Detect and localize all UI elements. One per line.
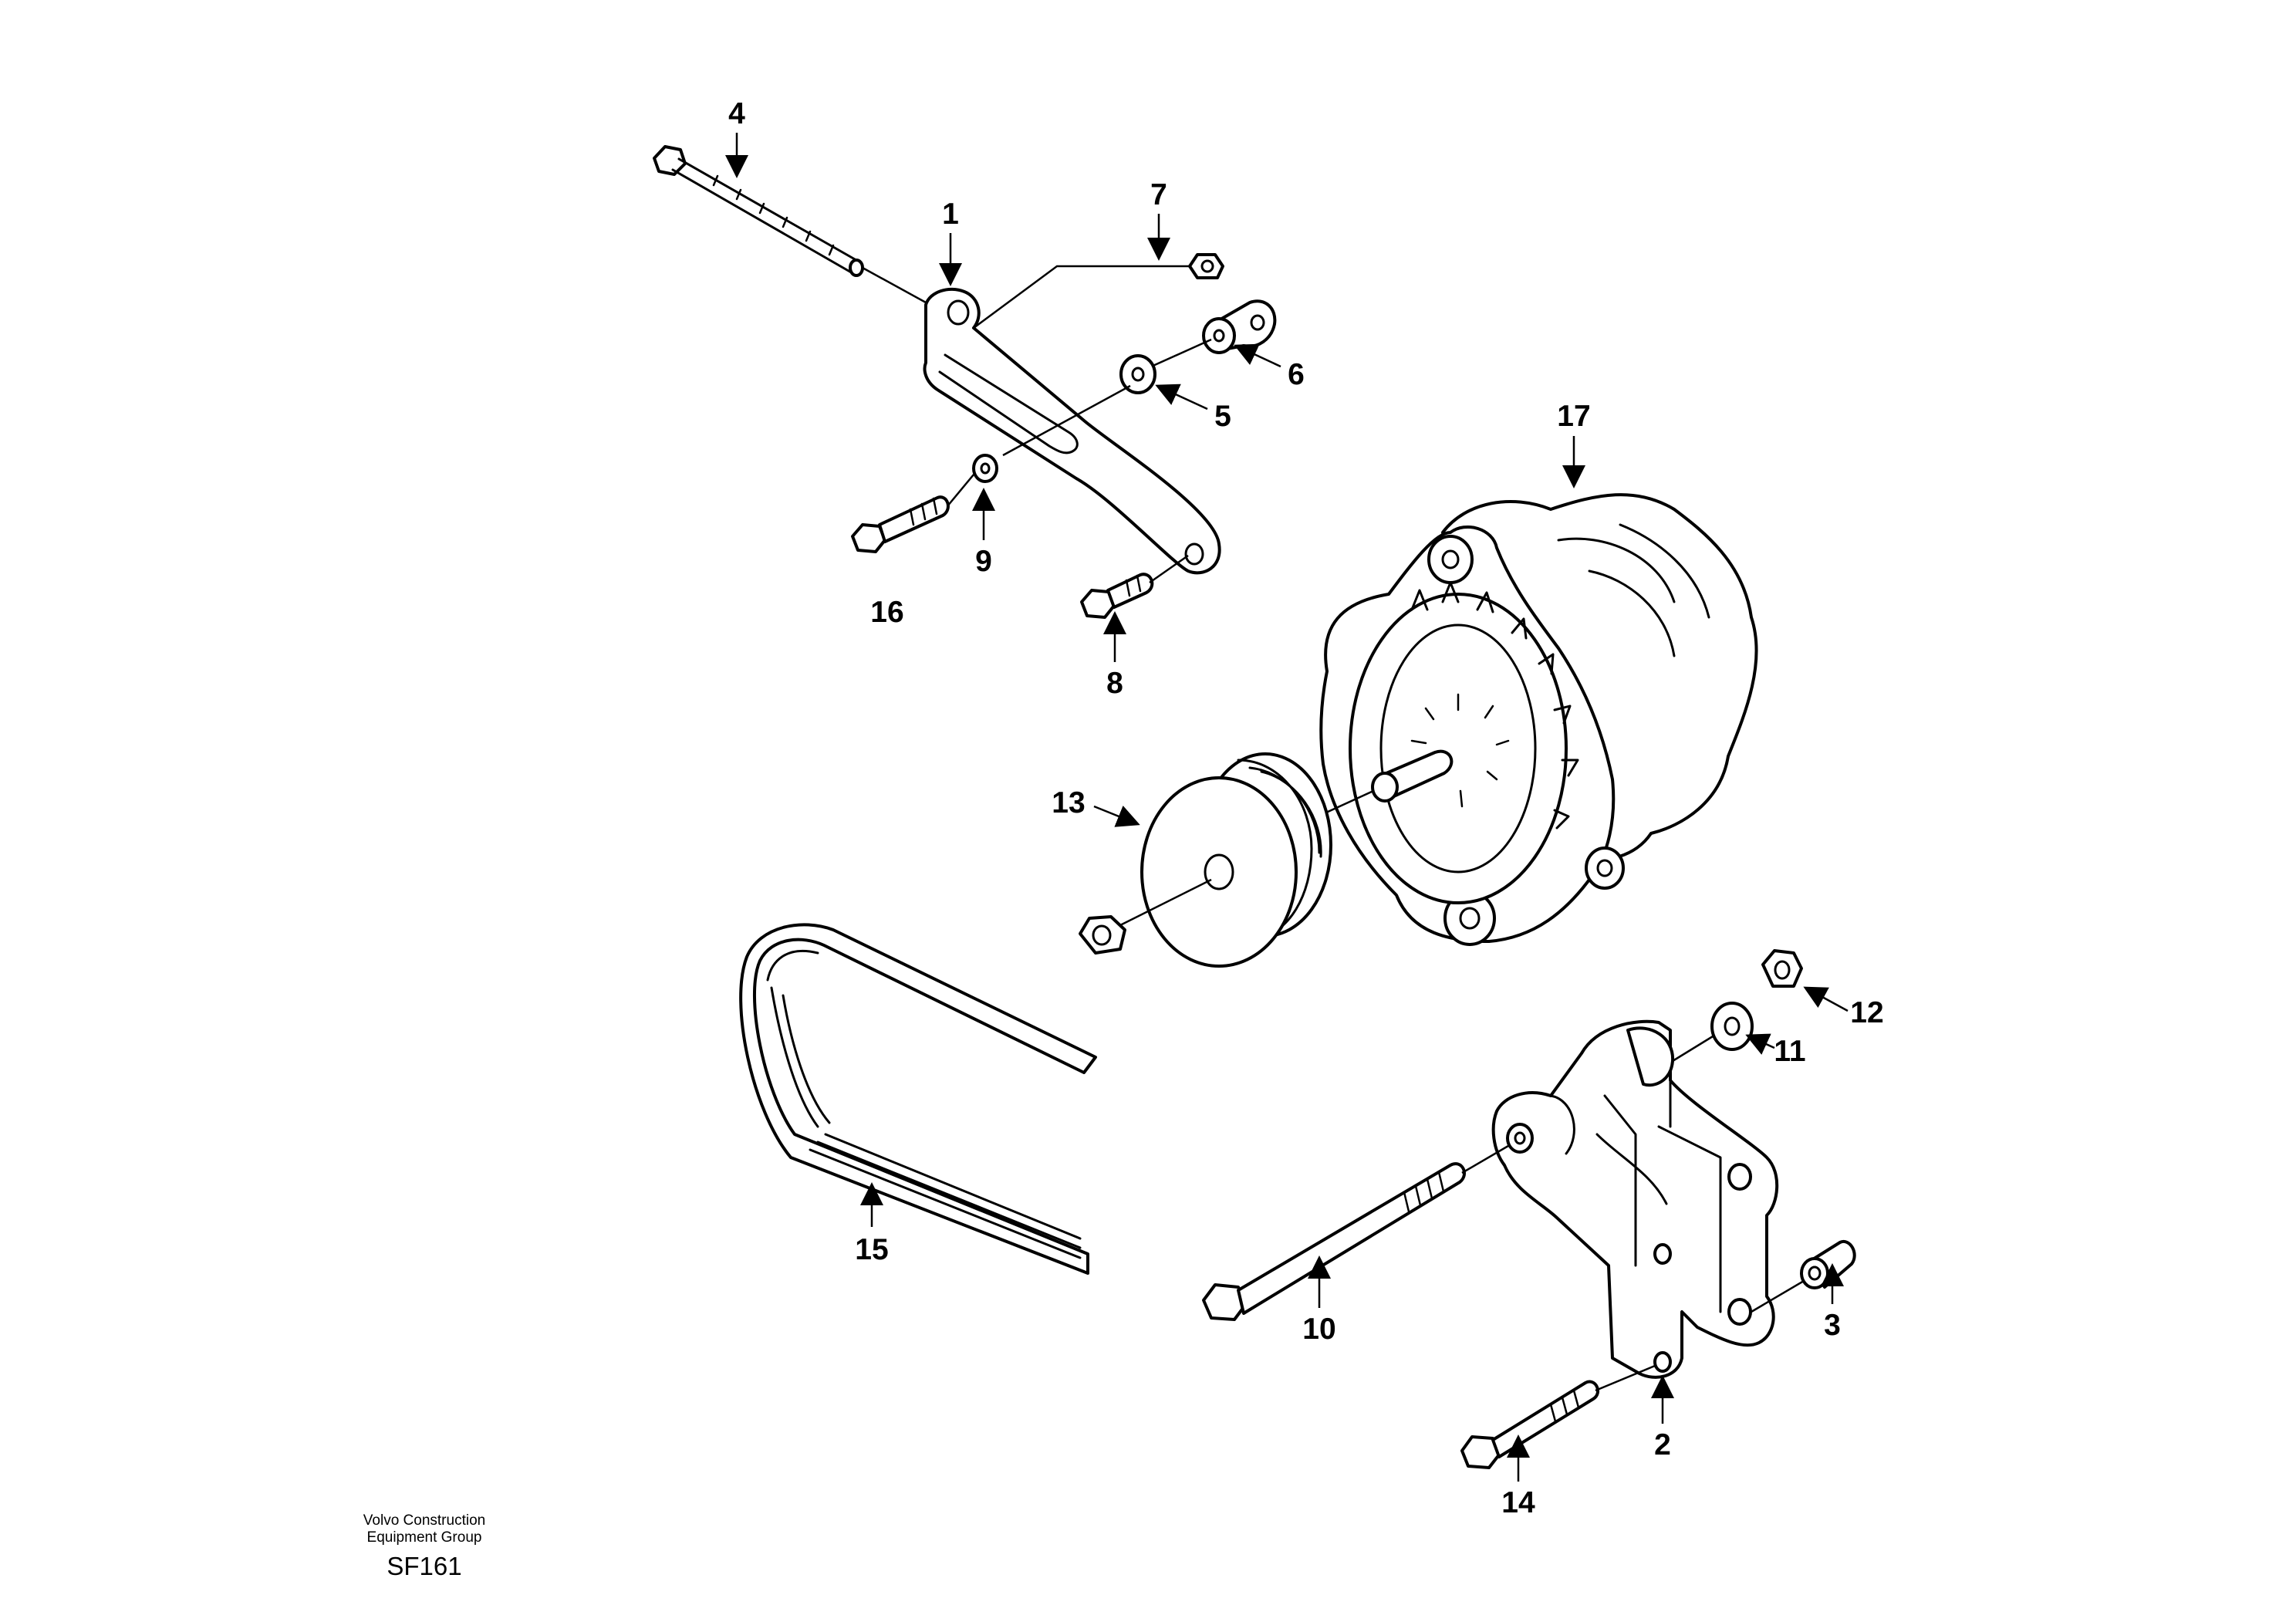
mounting-bracket-part-2	[1491, 1019, 1818, 1379]
alternator-part-17	[1280, 493, 1758, 946]
bolt-part-16	[851, 474, 974, 553]
diagram-code: SF161	[387, 1552, 462, 1580]
callout-16: 16	[870, 596, 903, 629]
footer: Volvo Construction Equipment Group SF161	[293, 1512, 555, 1583]
long-bolt-part-10	[1202, 1144, 1509, 1321]
callout-8: 8	[1106, 667, 1123, 700]
washer-part-11	[1710, 1002, 1754, 1051]
bolt-part-14	[1460, 1364, 1656, 1469]
adjusting-bracket-part-1	[923, 265, 1221, 575]
callout-13: 13	[1052, 786, 1085, 819]
long-bolt-part-4	[653, 145, 927, 304]
small-washer-part-9	[972, 454, 998, 483]
callouts: 4 1 7 6 5 17 9 16 8 13 12 11 15 3 10 2 1…	[725, 97, 1884, 1519]
bolt-part-8	[1080, 554, 1189, 619]
callout-1: 1	[942, 198, 959, 231]
callout-11: 11	[1774, 1035, 1805, 1068]
callout-6: 6	[1288, 358, 1305, 391]
pulley-nut-part-13	[1079, 915, 1126, 955]
nut-part-12	[1761, 949, 1803, 988]
callout-10: 10	[1302, 1313, 1335, 1346]
nut-part-7	[1188, 253, 1224, 279]
company-name-line-2: Equipment Group	[366, 1529, 482, 1546]
callout-9: 9	[975, 545, 992, 578]
spacer-sleeve-part-6	[1133, 299, 1277, 376]
callout-2: 2	[1654, 1428, 1671, 1461]
callout-5: 5	[1214, 400, 1231, 433]
callout-7: 7	[1150, 178, 1167, 211]
alternator-fan-blades	[1410, 581, 1579, 830]
callout-14: 14	[1501, 1486, 1535, 1519]
poly-v-belt-part-15	[739, 923, 1097, 1275]
callout-15: 15	[855, 1233, 888, 1266]
callout-4: 4	[728, 97, 745, 130]
company-name-line-1: Volvo Construction	[363, 1512, 486, 1529]
callout-3: 3	[1824, 1309, 1841, 1342]
callout-12: 12	[1850, 996, 1883, 1029]
washer-part-5	[1002, 354, 1156, 457]
pulley-part-13	[1110, 752, 1332, 968]
bushing-part-3	[1800, 1239, 1856, 1289]
callout-17: 17	[1557, 400, 1590, 433]
